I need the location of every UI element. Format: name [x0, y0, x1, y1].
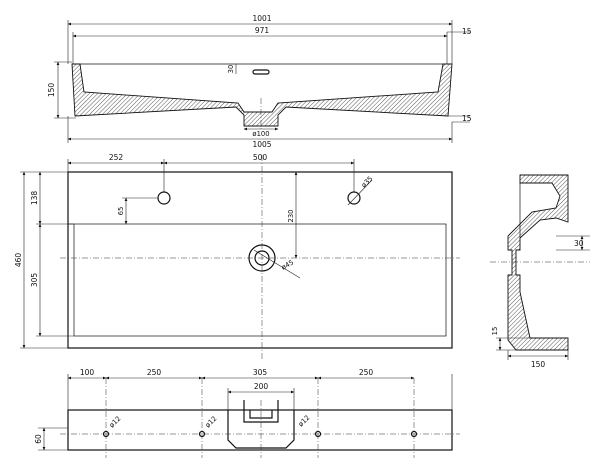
label-rim-offset: 15: [462, 27, 472, 36]
label-drain-height: 30: [574, 239, 584, 248]
label-bottom-offset: 15: [462, 114, 472, 123]
bottom-view: 100 250 305 250 200 60 ø12 ø12 ø12: [34, 368, 460, 458]
label-hole-drop: 65: [117, 207, 125, 216]
overflow-slot: [252, 69, 270, 75]
label-bottom-height: 15: [491, 327, 499, 336]
label-mount-hole-diameter-2: ø12: [204, 415, 219, 430]
label-inner-width: 971: [255, 26, 270, 35]
side-view: 30 15 150: [490, 174, 590, 369]
label-drain-diameter: ø100: [252, 130, 269, 138]
label-upper-height: 138: [30, 191, 39, 206]
top-view: 1001 971 15 150 30 15 ø100 1005: [47, 14, 472, 149]
label-mount-hole-diameter-3: ø12: [297, 414, 312, 429]
label-bracket-spacing-right: 250: [359, 368, 374, 377]
tap-hole-right: [347, 191, 361, 205]
label-lower-height: 305: [30, 273, 39, 288]
label-drain-hole-diameter: ø45: [280, 258, 295, 271]
label-drain-depth: 230: [287, 210, 295, 223]
bowl-outline: [73, 223, 447, 337]
basin-outline: [67, 171, 453, 349]
side-section-profile: [507, 174, 569, 351]
leader-tap-hole: [347, 179, 373, 206]
top-section-profile: [71, 63, 453, 127]
label-center-spacing: 305: [253, 368, 268, 377]
label-bracket-spacing-left: 250: [147, 368, 162, 377]
label-slot-offset: 30: [227, 65, 235, 74]
leader-drain-hole: [253, 249, 301, 279]
bottom-outline: [67, 409, 453, 451]
label-edge-offset: 100: [80, 368, 95, 377]
label-bottom-height-60: 60: [34, 434, 43, 444]
front-view: 252 500 460 138 305 65 230 ø35 ø45: [14, 153, 460, 360]
label-tap-hole-diameter: ø35: [360, 175, 375, 190]
label-overall-width: 1001: [252, 14, 271, 23]
label-top-height: 150: [47, 83, 56, 98]
label-hole-spacing: 500: [253, 153, 268, 162]
label-base-width: 1005: [252, 140, 271, 149]
label-drain-width: 200: [254, 382, 269, 391]
label-mount-hole-diameter-1: ø12: [108, 415, 123, 430]
label-left-offset: 252: [109, 153, 124, 162]
label-side-depth: 150: [531, 360, 546, 369]
label-front-height: 460: [14, 253, 23, 268]
tap-hole-left: [157, 191, 171, 205]
